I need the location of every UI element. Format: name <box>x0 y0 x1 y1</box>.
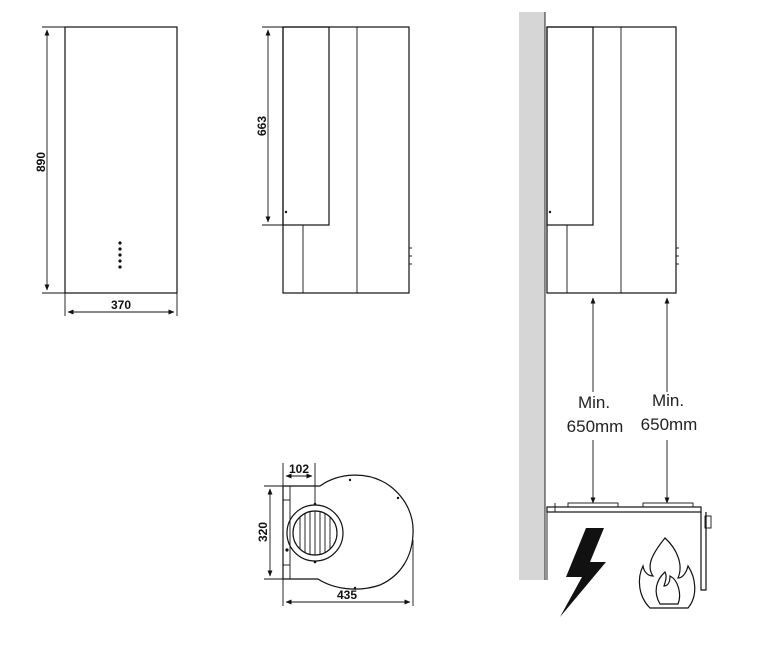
side-front-panel <box>282 26 330 226</box>
front-height-label: 890 <box>34 152 48 172</box>
lightning-icon <box>560 528 606 617</box>
top-outline <box>283 474 414 590</box>
cooktop <box>546 502 712 591</box>
clearance-left-line2: 650mm <box>567 417 624 436</box>
front-width-label: 370 <box>111 298 131 312</box>
front-hood-body <box>64 26 178 294</box>
mounted-hood <box>546 26 677 294</box>
wall <box>519 12 545 580</box>
control-buttons <box>118 241 122 269</box>
clearance-right-line1: Min. <box>652 391 684 410</box>
clearance-right-line2: 650mm <box>641 415 698 434</box>
top-view: 102 320 435 <box>256 462 414 606</box>
side-view: 663 <box>255 26 412 294</box>
front-view: 890 370 <box>34 26 178 316</box>
top-outlet-label: 102 <box>289 462 309 476</box>
top-depth-label: 320 <box>256 522 270 542</box>
duct-grille <box>299 511 331 555</box>
clearance-left-line1: Min. <box>578 393 610 412</box>
top-width-label: 435 <box>337 588 357 602</box>
flame-icon <box>638 537 696 609</box>
side-chimney <box>282 26 410 294</box>
installation-view: Min. 650mm Min. 650mm <box>519 12 712 617</box>
side-height-label: 663 <box>255 116 269 136</box>
